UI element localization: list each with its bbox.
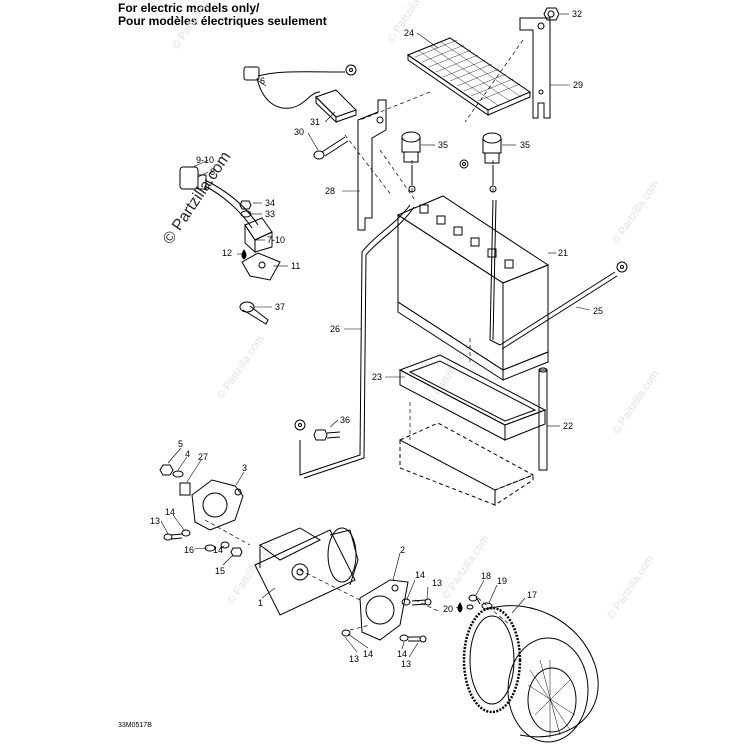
- relay-7-10: [244, 217, 273, 254]
- vent-tube-22: [538, 367, 548, 471]
- nut-32: [543, 7, 560, 21]
- nut-15: [230, 547, 243, 557]
- starter-motor-1: [254, 527, 359, 616]
- drawing-code: 33M0517B: [118, 722, 152, 729]
- nut-33: [240, 210, 252, 218]
- washer-4: [172, 470, 184, 478]
- callout-34: 34: [265, 198, 276, 208]
- screw-13d: [408, 635, 427, 643]
- callout-37: 37: [275, 302, 286, 312]
- callout-35-right: 35: [520, 140, 531, 150]
- clip-27: [179, 482, 191, 496]
- callout-27: 27: [198, 452, 209, 462]
- terminal-bolts: [408, 159, 497, 193]
- gasket-3: [191, 479, 244, 531]
- callout-17: 17: [527, 590, 538, 600]
- screw-13b: [411, 598, 432, 606]
- callout-13-left: 13: [150, 516, 161, 526]
- callout-14-bottom-right: 14: [397, 649, 408, 659]
- callout-14-mid: 14: [213, 545, 224, 555]
- callout-16: 16: [184, 545, 195, 555]
- starter-housing-2: [359, 579, 409, 641]
- negative-cable-26: [294, 204, 415, 479]
- battery-box-outline: [398, 422, 535, 506]
- terminal-cover-35a: [401, 131, 421, 163]
- callout-11: 11: [291, 261, 301, 271]
- callout-19: 19: [497, 576, 508, 586]
- callout-28: 28: [325, 186, 336, 196]
- callout-15: 15: [215, 566, 226, 576]
- callout-9-10: 9-10: [196, 155, 215, 165]
- header-line-1: For electric models only/: [118, 1, 260, 15]
- callout-24: 24: [404, 28, 415, 38]
- terminal-cover-35b: [482, 132, 502, 164]
- callout-29: 29: [573, 80, 584, 90]
- washer-14d: [341, 629, 351, 637]
- header-line-2: Pour modèles électriques seulement: [118, 14, 327, 28]
- connector-8: [179, 166, 259, 229]
- callout-3: 3: [242, 463, 248, 473]
- washer-34: [239, 200, 252, 210]
- adhesive-drop-12: [241, 249, 247, 260]
- battery-cover-grille-24: [406, 37, 532, 116]
- mounting-plate-11: [241, 252, 281, 281]
- callout-7-10: 7-10: [267, 235, 286, 245]
- callout-25: 25: [593, 306, 604, 316]
- adhesive-drop-20: [457, 602, 474, 613]
- positive-cable-25: [489, 199, 628, 350]
- ring-gear-17: [462, 605, 599, 743]
- callout-21: 21: [558, 248, 569, 258]
- callout-36: 36: [340, 415, 351, 425]
- callout-14-bottom-left: 14: [363, 649, 374, 659]
- callout-32: 32: [572, 9, 583, 19]
- callout-13-right: 13: [432, 578, 443, 588]
- washer-14a: [181, 529, 191, 537]
- callout-4: 4: [185, 449, 191, 459]
- callout-22: 22: [563, 421, 574, 431]
- washer-14b: [220, 541, 230, 549]
- washer-14e: [399, 634, 409, 642]
- callout-14-right: 14: [415, 570, 426, 580]
- nut-5: [159, 464, 174, 476]
- callout-23: 23: [372, 372, 383, 382]
- callout-2: 2: [400, 545, 406, 555]
- callout-20: 20: [443, 604, 454, 614]
- callout-31: 31: [310, 117, 321, 127]
- callout-8: 8: [210, 167, 216, 177]
- screw-36: [313, 429, 341, 441]
- washer-14c: [401, 598, 411, 606]
- bracket-28: [357, 99, 387, 231]
- callout-14-left: 14: [165, 507, 176, 517]
- battery-tray-23: [398, 354, 547, 441]
- screw-18: [468, 594, 481, 605]
- callout-35-left: 35: [438, 140, 449, 150]
- fuse-holder-31: [315, 89, 357, 124]
- callout-1: 1: [258, 598, 264, 608]
- callout-33: 33: [265, 209, 276, 219]
- callout-13-bottom-right: 13: [401, 659, 412, 669]
- callout-18: 18: [481, 571, 492, 581]
- callout-12: 12: [222, 248, 233, 258]
- callout-5: 5: [178, 439, 184, 449]
- leader-lines: [160, 13, 591, 658]
- callout-30: 30: [294, 127, 305, 137]
- wire-harness-6: [243, 64, 357, 109]
- battery-21: [396, 195, 550, 381]
- screw-30: [313, 136, 349, 160]
- bracket-29: [519, 17, 551, 119]
- callout-6: 6: [260, 76, 266, 86]
- callout-13-bottom-left: 13: [349, 654, 360, 664]
- callout-26: 26: [330, 324, 341, 334]
